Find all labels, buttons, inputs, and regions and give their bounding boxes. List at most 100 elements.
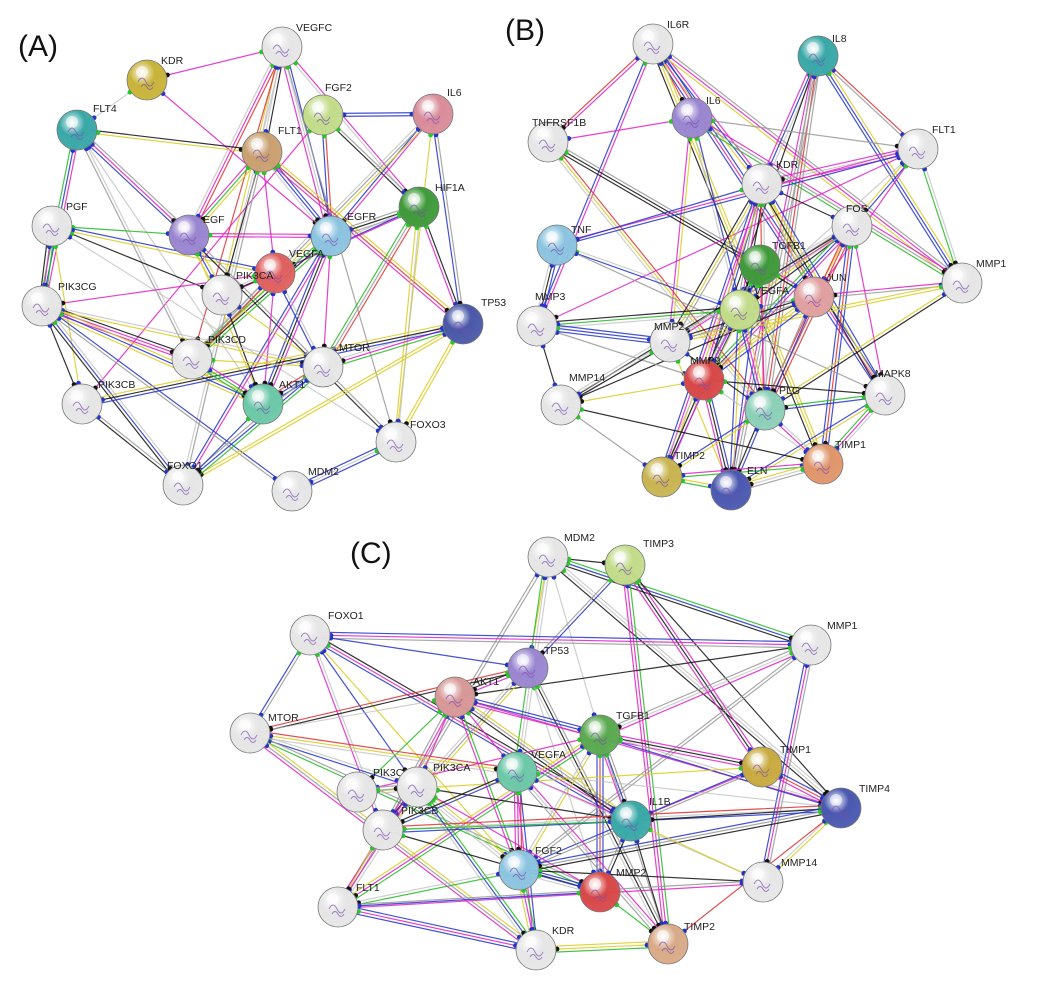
protein-structure-icon [423,111,441,124]
interaction-edge [536,325,705,381]
protein-node-foxo1[interactable] [289,614,331,656]
interaction-edge [188,234,264,405]
interaction-edge [185,45,280,234]
interaction-edge [278,47,329,237]
protein-node-timp1[interactable] [741,746,783,788]
interaction-edge [762,183,768,411]
protein-label: TIMP1 [835,439,866,451]
interaction-edge [767,227,856,412]
protein-node-pgf[interactable] [31,205,73,247]
protein-structure-icon [300,632,318,645]
protein-node-timp2[interactable] [647,923,689,965]
protein-node-pik3cg[interactable] [21,285,63,327]
protein-node-flt1[interactable] [317,886,359,928]
protein-node-foxo3[interactable] [375,421,417,463]
protein-label: TIMP2 [674,450,705,462]
protein-structure-icon [551,402,569,415]
protein-node-kdr[interactable] [741,163,783,205]
protein-node-plg[interactable] [744,389,786,431]
protein-structure-icon [509,867,527,880]
protein-label: FLT1 [278,125,302,137]
protein-node-tp53[interactable] [507,647,549,689]
interaction-edge [309,634,812,646]
protein-node-akt1[interactable] [434,676,476,718]
protein-node-vegfa[interactable] [496,751,538,793]
protein-node-hif1a[interactable] [398,186,440,228]
protein-node-mapk8[interactable] [864,374,906,416]
protein-node-fos[interactable] [831,205,873,247]
interaction-edge [560,379,705,406]
protein-label: HIF1A [435,182,465,194]
protein-node-vegfc[interactable] [261,26,303,68]
protein-node-mtor[interactable] [302,346,344,388]
protein-node-mmp3[interactable] [516,305,558,347]
protein-node-pik3cd[interactable] [171,338,213,380]
protein-node-pik3ca[interactable] [396,766,438,808]
protein-node-tgfb1[interactable] [579,714,621,756]
protein-node-mmp1[interactable] [790,624,832,666]
interaction-edge [40,308,263,408]
interaction-edge [599,737,762,771]
interaction-edge [383,772,518,832]
interaction-edge [189,233,330,358]
protein-node-il6[interactable] [671,97,713,139]
protein-node-fgf2[interactable] [302,94,344,136]
protein-node-foxo1[interactable] [162,464,204,506]
protein-node-fgf2[interactable] [498,849,540,891]
protein-node-flt1[interactable] [241,131,283,173]
protein-node-mdm2[interactable] [527,536,569,578]
protein-node-vegfa[interactable] [254,252,296,294]
protein-node-il6r[interactable] [632,23,674,65]
protein-node-il8[interactable] [797,35,839,77]
protein-node-timp1[interactable] [802,443,844,485]
interaction-edge [669,183,763,343]
protein-node-tnf[interactable] [536,224,578,266]
protein-structure-icon [313,112,331,125]
interaction-edge [393,206,419,442]
protein-node-mmp1[interactable] [941,262,983,304]
protein-label: FOXO1 [328,610,364,622]
protein-node-akt1[interactable] [242,383,284,425]
protein-node-kdr[interactable] [126,59,168,101]
protein-node-mmp2[interactable] [579,871,621,913]
protein-node-pik3ca[interactable] [201,274,243,316]
interaction-edge [916,149,962,284]
protein-node-timp3[interactable] [604,544,646,586]
protein-node-pik3cb[interactable] [61,383,103,425]
protein-node-kdr[interactable] [515,929,557,971]
protein-node-eln[interactable] [710,469,752,511]
protein-node-il6[interactable] [412,93,454,135]
protein-node-tp53[interactable] [442,303,484,345]
protein-node-mmp14[interactable] [742,861,784,903]
interaction-edge [557,149,919,247]
interaction-edge [547,556,812,646]
protein-structure-icon [682,115,700,128]
interaction-edge [546,559,811,649]
interaction-edge [519,810,842,874]
protein-node-mmp9[interactable] [683,359,725,401]
protein-node-timp4[interactable] [820,787,862,829]
protein-node-mmp14[interactable] [540,384,582,426]
interaction-edge [52,223,276,273]
protein-node-jun[interactable] [793,276,835,318]
interaction-edge [191,48,286,237]
interaction-edge [667,117,692,342]
protein-node-pik3cb[interactable] [362,809,404,851]
protein-node-flt1[interactable] [897,128,939,170]
interaction-edge [51,225,223,296]
protein-node-egf[interactable] [168,214,210,256]
protein-node-flt4[interactable] [56,109,98,151]
protein-node-egfr[interactable] [310,215,352,257]
protein-node-mdm2[interactable] [271,470,313,512]
protein-node-tgfb1[interactable] [739,244,781,286]
protein-node-mtor[interactable] [229,712,271,754]
protein-node-pik3cd[interactable] [336,771,378,813]
protein-node-mmp2[interactable] [649,321,691,363]
protein-structure-icon [252,149,270,162]
protein-node-tnfrsf1b[interactable] [527,121,569,163]
protein-node-timp2[interactable] [641,456,683,498]
protein-node-il1b[interactable] [610,800,652,842]
protein-node-vegfa[interactable] [719,289,761,331]
interaction-edge [516,771,842,809]
protein-label: TIMP1 [780,744,811,756]
